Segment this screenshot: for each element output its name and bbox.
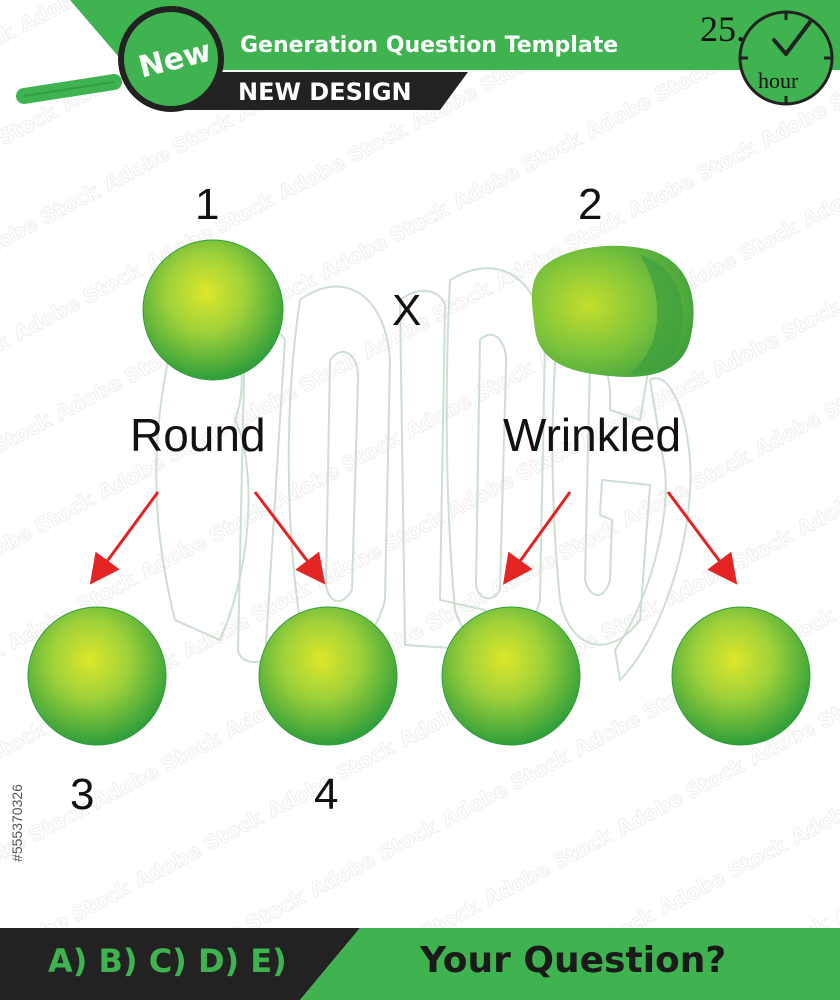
- clock-icon: [738, 10, 834, 106]
- round-pea-offspring-4: [258, 606, 398, 746]
- footer-banner: [0, 928, 840, 1000]
- round-pea-offspring-3: [27, 606, 167, 746]
- header-subtitle: NEW DESIGN: [238, 78, 412, 106]
- answer-options: A) B) C) D) E): [48, 942, 287, 980]
- round-pea-offspring-6: [671, 606, 811, 746]
- offspring-4-number: 4: [314, 770, 339, 819]
- new-badge: [118, 6, 224, 112]
- round-pea-offspring-5: [441, 606, 581, 746]
- parent-1-number: 1: [195, 180, 220, 229]
- parent-2-label: Wrinkled: [503, 409, 682, 461]
- cross-symbol: X: [392, 286, 422, 335]
- checkmark-icon: [772, 20, 812, 56]
- arrow-wrinkled-to-6: [666, 491, 738, 585]
- clock-number: 25.: [700, 9, 745, 49]
- stock-id-text: #555370326: [9, 784, 25, 862]
- question-prompt: Your Question?: [420, 940, 727, 981]
- clock-unit: hour: [758, 68, 799, 93]
- header-banner: [70, 0, 840, 110]
- round-pea-parent-1: [142, 239, 284, 381]
- arrow-wrinkled-to-5: [502, 491, 572, 585]
- arrow-round-to-3: [89, 491, 160, 585]
- offspring-3-number: 3: [70, 770, 95, 819]
- arrow-round-to-4: [253, 491, 326, 585]
- wrinkled-pea-parent-2: [531, 245, 694, 377]
- parent-1-label: Round: [130, 409, 266, 461]
- magnifier-handle-icon: [16, 74, 122, 104]
- parent-2-number: 2: [578, 180, 603, 229]
- header-title: Generation Question Template: [240, 33, 619, 58]
